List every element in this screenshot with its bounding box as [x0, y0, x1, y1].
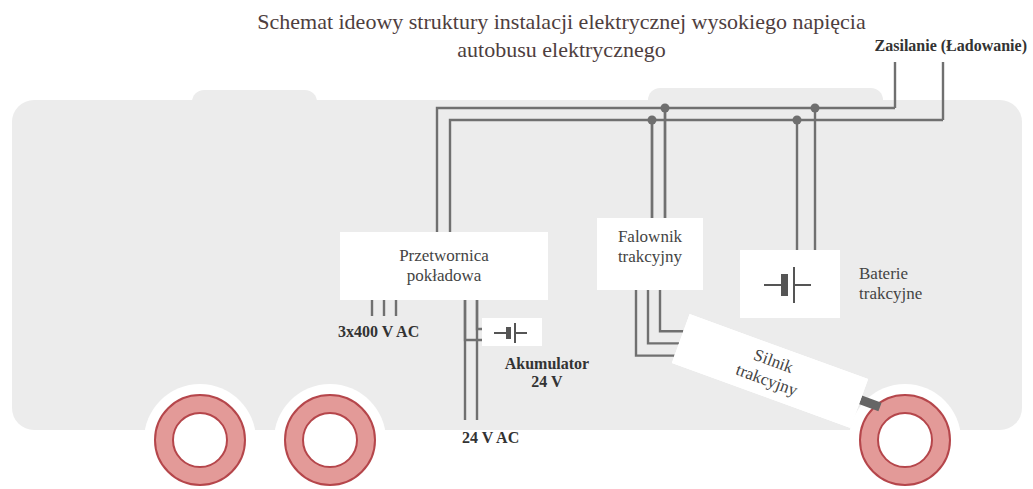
wire-conductor: [465, 300, 482, 340]
inverter-box: Falownik trakcyjny: [597, 218, 703, 290]
power-wire: [465, 300, 482, 340]
voltage-label: 3x400 V AC: [338, 322, 419, 341]
battery-lead: [764, 284, 781, 286]
wire-conductor: [660, 290, 683, 331]
wheel-hub: [878, 413, 932, 467]
traction-battery-box: Baterie trakcyjne: [740, 250, 840, 318]
battery-plate: [506, 327, 511, 339]
wheel-arch: [274, 384, 386, 489]
power-wire: [636, 290, 683, 356]
box-text: Silnik trakcyjny: [723, 338, 816, 404]
battery-lead: [515, 332, 527, 334]
wheel-tyre: [285, 395, 375, 485]
supply-wire: [797, 62, 943, 120]
ac-output-wires: [465, 300, 477, 420]
power-wire: [437, 108, 665, 232]
wheel-hub: [303, 413, 357, 467]
wheel-arch: [849, 384, 961, 489]
voltage-label: 24 V AC: [462, 428, 519, 447]
battery-symbol: [741, 251, 841, 319]
wheel-tyre: [155, 395, 245, 485]
supply-wire: [815, 62, 895, 108]
junction-dot: [793, 116, 802, 125]
traction-motor-box: Silnik trakcyjny: [672, 314, 868, 428]
junction-dot: [661, 104, 670, 113]
battery-lead: [494, 332, 506, 334]
battery-24v-box: Akumulator 24 V: [482, 318, 542, 346]
wire-conductor: [648, 290, 679, 343]
component-label: Baterie trakcyjne: [859, 264, 954, 303]
battery-symbol: [483, 319, 543, 347]
supply-label: Zasilanie (Ładowanie): [875, 36, 1027, 55]
title-wrap: Schemat ideowy struktury instalacji elek…: [90, 8, 1033, 63]
battery-plate: [781, 274, 788, 296]
wire-conductor: [437, 108, 665, 232]
bus-body: [12, 100, 1022, 430]
junction-dot: [811, 104, 820, 113]
battery-lead: [794, 284, 811, 286]
diagram-title: Schemat ideowy struktury instalacji elek…: [237, 8, 887, 63]
box-text: Falownik trakcyjny: [605, 227, 695, 266]
converter-box: Przetwornica pokładowa: [340, 232, 548, 300]
wire-conductor: [450, 120, 652, 232]
box-text: Przetwornica pokładowa: [379, 246, 509, 285]
wheel-arch: [144, 384, 256, 489]
junction-dot: [648, 116, 657, 125]
wire-conductor: [636, 290, 675, 356]
ac-output-wires: [372, 300, 396, 316]
wheel-hub: [173, 413, 227, 467]
component-label: Akumulator 24 V: [497, 355, 597, 392]
